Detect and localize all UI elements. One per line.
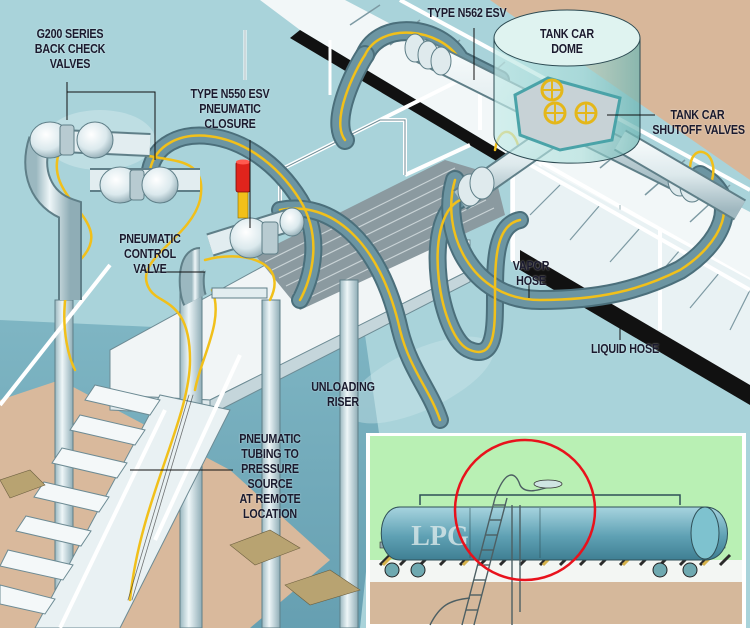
inset-tank-car: LPG [366, 433, 746, 628]
label-line: PRESSURE [241, 462, 299, 476]
back-check-valve [29, 121, 114, 159]
shutoff-valve-wheel [543, 101, 567, 125]
label-n550-esv: TYPE N550 ESV PNEUMATIC CLOSURE [183, 87, 278, 132]
label-n562-esv: TYPE N562 ESV [420, 6, 515, 21]
label-line: VAPOR [512, 259, 550, 273]
label-line: UNLOADING [311, 380, 375, 394]
label-line: G200 SERIES [36, 27, 104, 41]
label-line: LOCATION [243, 507, 297, 521]
label-line: TYPE N550 ESV [190, 87, 270, 101]
label-line: TANK CAR [670, 108, 725, 122]
back-check-valve [99, 166, 179, 204]
label-line: TUBING TO [241, 447, 299, 461]
label-line: VALVE [133, 262, 167, 276]
tank-car-body [380, 506, 728, 561]
label-tank-car-shutoff-valves: TANK CAR SHUTOFF VALVES [652, 108, 745, 138]
pneumatic-closure-actuator [235, 161, 251, 193]
label-line: TANK CAR [540, 27, 594, 41]
label-line: RISER [326, 395, 359, 409]
label-line: HOSE [516, 274, 546, 288]
label-line: PNEUMATIC [239, 432, 301, 446]
label-liquid-hose: LIQUID HOSE [582, 342, 668, 357]
tank-car-railing [419, 494, 681, 505]
label-line: DOME [551, 42, 583, 56]
label-line: PNEUMATIC [119, 232, 181, 246]
label-line: SOURCE [247, 477, 293, 491]
tank-car-dome [493, 9, 641, 164]
control-valve-bracket [211, 287, 268, 299]
label-line: SHUTOFF VALVES [652, 123, 745, 137]
tank-car-wheel [384, 562, 698, 578]
unloading-riser-post [339, 279, 359, 628]
shutoff-valve-wheel [574, 101, 598, 125]
leader-lines [66, 28, 655, 471]
label-pneumatic-tubing: PNEUMATIC TUBING TO PRESSURE SOURCE AT R… [231, 432, 308, 522]
label-pneumatic-control-valve: PNEUMATIC CONTROL VALVE [111, 232, 188, 277]
label-unloading-riser: UNLOADING RISER [304, 380, 381, 410]
label-line: VALVES [49, 57, 91, 71]
label-line: PNEUMATIC [199, 102, 261, 116]
n562-esv-valve [404, 33, 452, 76]
inset-ladder [429, 474, 556, 626]
label-line: CONTROL [124, 247, 176, 261]
detail-highlight-circle [453, 438, 597, 582]
label-tank-car-dome: TANK CAR DOME [524, 27, 610, 57]
n550-esv-valve [229, 159, 279, 259]
staircase [0, 263, 361, 628]
hoses [38, 21, 734, 602]
label-line: BACK CHECK [34, 42, 106, 56]
label-line: LIQUID HOSE [591, 342, 659, 356]
label-line: TYPE N562 ESV [427, 6, 507, 20]
label-line: AT REMOTE [239, 492, 301, 506]
label-back-check-valves: G200 SERIES BACK CHECK VALVES [27, 27, 113, 72]
label-line: CLOSURE [204, 117, 256, 131]
label-vapor-hose: VAPOR HOSE [501, 259, 561, 289]
shutoff-valve-wheel [540, 78, 564, 102]
